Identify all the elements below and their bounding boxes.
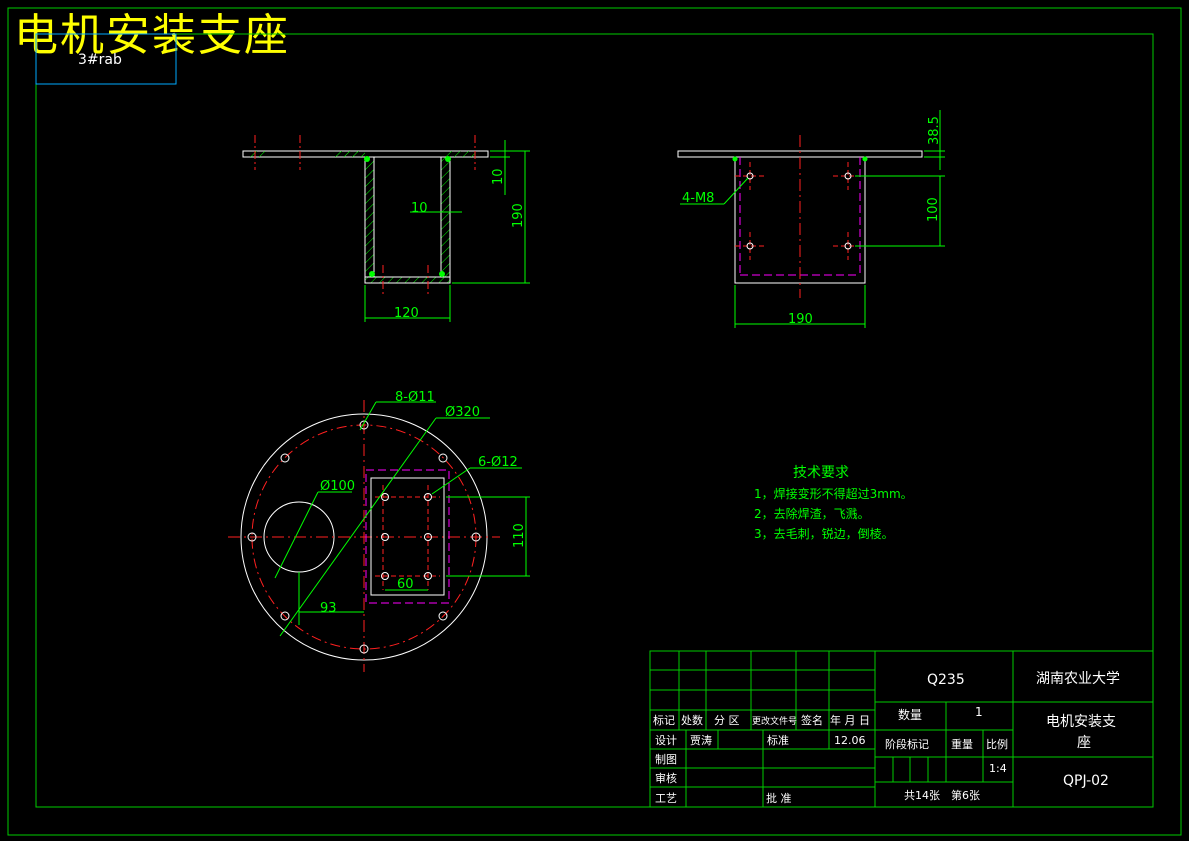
tb-drawing-no: QPJ-02 xyxy=(1063,773,1109,789)
side-hole-callout: 4-M8 xyxy=(682,191,714,206)
corner-box xyxy=(35,33,177,85)
tb-sheets: 共14张 第6张 xyxy=(904,788,980,802)
tb-school: 湖南农业大学 xyxy=(1036,671,1120,687)
tb-stage-label: 阶段标记 xyxy=(885,737,929,751)
side-dim-hole-spacing: 100 xyxy=(926,197,941,222)
tb-part-name-2: 座 xyxy=(1077,735,1091,751)
top-dim-bolt-holes: 8-Ø11 xyxy=(395,390,435,405)
top-dim-offset: 93 xyxy=(320,601,337,616)
tb-header-date: 年 月 日 xyxy=(830,713,870,727)
tb-header-count: 处数 xyxy=(681,714,703,727)
front-dim-thickness: 10 xyxy=(491,168,506,185)
front-view xyxy=(242,135,530,322)
top-dim-outer-dia: Ø320 xyxy=(445,405,480,420)
side-dim-top: 38.5 xyxy=(927,116,942,145)
drawing-title: 电机安装支座 xyxy=(14,10,290,61)
inner-frame xyxy=(35,33,1154,808)
tb-row-designer: 贾涛 xyxy=(690,733,712,747)
corner-label: 3#rab xyxy=(78,52,122,68)
front-dim-wall: 10 xyxy=(411,201,428,216)
tb-quantity-label: 数量 xyxy=(898,707,922,722)
tb-header-mark: 标记 xyxy=(653,713,675,727)
tb-header-sign: 签名 xyxy=(801,713,823,727)
tb-row-standard: 标准 xyxy=(767,733,789,747)
tech-req-item-3: 3，去毛刺，锐边，倒棱。 xyxy=(754,526,894,541)
tb-quantity-value: 1 xyxy=(975,705,983,719)
tb-row-date-value: 12.06 xyxy=(834,734,866,747)
front-dim-height: 190 xyxy=(511,203,526,228)
tech-req-heading: 技术要求 xyxy=(793,465,849,481)
tb-header-zone: 分 区 xyxy=(714,714,740,727)
tech-req-item-2: 2，去除焊渣，飞溅。 xyxy=(754,506,870,521)
tb-scale-value: 1:4 xyxy=(989,762,1007,775)
tb-row-review: 审核 xyxy=(655,771,677,785)
tb-row-process: 工艺 xyxy=(655,792,677,805)
tech-req-item-1: 1，焊接变形不得超过3mm。 xyxy=(754,486,913,501)
top-view xyxy=(228,400,530,672)
top-dim-plate-holes: 6-Ø12 xyxy=(478,455,518,470)
side-view xyxy=(677,110,945,328)
tb-row-approve: 批 准 xyxy=(766,791,792,805)
top-dim-height-110: 110 xyxy=(512,523,527,548)
tb-weight-label: 重量 xyxy=(951,737,973,751)
top-dim-center-hole: Ø100 xyxy=(320,479,355,494)
outer-frame xyxy=(7,7,1182,836)
tb-header-doc-no: 更改文件号 xyxy=(752,715,797,727)
tb-material: Q235 xyxy=(927,672,965,688)
front-dim-width: 120 xyxy=(394,306,419,321)
title-block xyxy=(649,650,1154,808)
top-dim-spacing-60: 60 xyxy=(397,577,414,592)
tb-scale-label: 比例 xyxy=(986,737,1008,751)
side-dim-width: 190 xyxy=(788,312,813,327)
tb-row-design: 设计 xyxy=(655,734,677,747)
tb-row-draw: 制图 xyxy=(655,753,677,766)
tb-part-name-1: 电机安装支 xyxy=(1046,714,1116,730)
